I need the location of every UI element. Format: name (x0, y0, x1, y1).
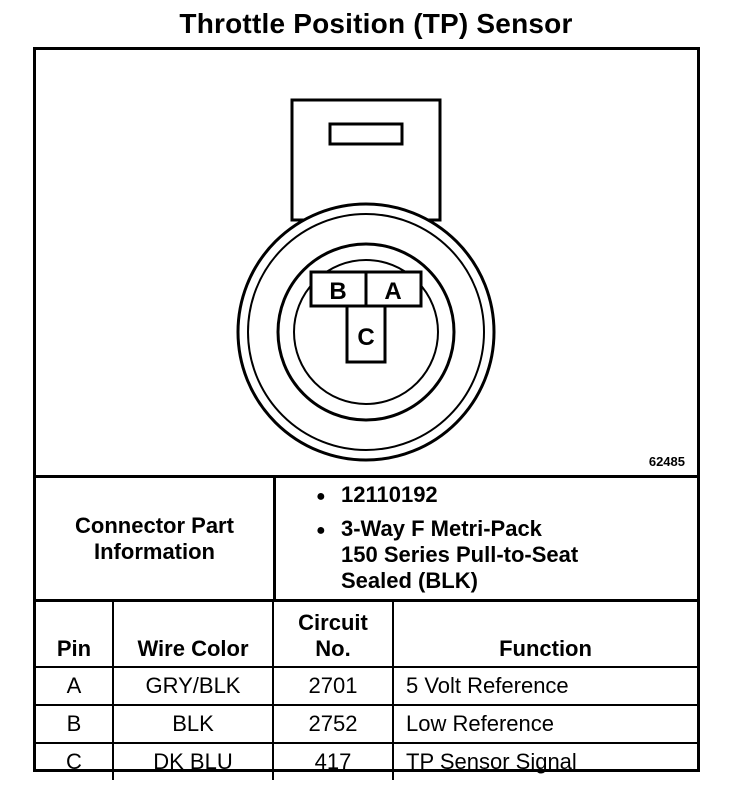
table-row: A GRY/BLK 2701 5 Volt Reference (36, 666, 697, 706)
locking-tab (290, 98, 442, 222)
table-header-row: Pin Wire Color Circuit No. Function (36, 602, 697, 668)
cell-pin: C (36, 742, 114, 780)
bullet-icon: ● (316, 488, 326, 505)
connector-info-frame: B A C 62485 Connector Part Information ●… (33, 47, 700, 780)
pin-label-c: C (357, 324, 374, 351)
header-circuit-line1: Circuit (298, 610, 368, 635)
cell-function: Low Reference (392, 704, 697, 744)
connector-part-label: Connector Part Information (36, 478, 276, 599)
cell-pin: B (36, 704, 114, 744)
tab-window (328, 122, 404, 146)
figure-id: 62485 (648, 454, 685, 469)
header-pin: Pin (36, 602, 114, 668)
connector-face-diagram: B A C (236, 98, 496, 462)
connector-part-label-line2: Information (94, 538, 215, 564)
cell-circuit: 2701 (272, 666, 394, 706)
bullet-icon: ● (316, 522, 326, 539)
table-row: C DK BLU 417 TP Sensor Signal (36, 742, 697, 780)
pin-label-b: B (329, 278, 346, 305)
connector-part-label-line1: Connector Part (75, 512, 234, 538)
table-row: B BLK 2752 Low Reference (36, 704, 697, 744)
part-desc-line1: 3-Way F Metri-Pack (341, 516, 542, 541)
connector-diagram-panel: B A C 62485 (36, 50, 697, 478)
part-number: 12110192 (341, 482, 438, 507)
cell-circuit: 2752 (272, 704, 394, 744)
pin-label-a: A (384, 278, 401, 305)
cavity-c (345, 304, 387, 364)
header-function: Function (392, 602, 697, 668)
cell-function: TP Sensor Signal (392, 742, 697, 780)
connector-part-info: ● 12110192 ● 3-Way F Metri-Pack 150 Seri… (276, 478, 697, 599)
cell-wire-color: GRY/BLK (112, 666, 274, 706)
cell-wire-color: BLK (112, 704, 274, 744)
cell-function: 5 Volt Reference (392, 666, 697, 706)
cell-wire-color: DK BLU (112, 742, 274, 780)
cavity-b (309, 270, 368, 308)
cell-circuit: 417 (272, 742, 394, 780)
cavity-a (364, 270, 423, 308)
part-desc-line3: Sealed (BLK) (341, 568, 478, 593)
part-desc-line2: 150 Series Pull-to-Seat (341, 542, 579, 567)
header-circuit-line2: No. (315, 636, 351, 661)
header-wire-color: Wire Color (112, 602, 274, 668)
header-circuit: Circuit No. (272, 602, 394, 668)
pin-table: Pin Wire Color Circuit No. Function A GR… (36, 602, 697, 780)
connector-part-row: Connector Part Information ● 12110192 ● … (36, 478, 697, 602)
page-title: Throttle Position (TP) Sensor (179, 8, 573, 39)
cell-pin: A (36, 666, 114, 706)
